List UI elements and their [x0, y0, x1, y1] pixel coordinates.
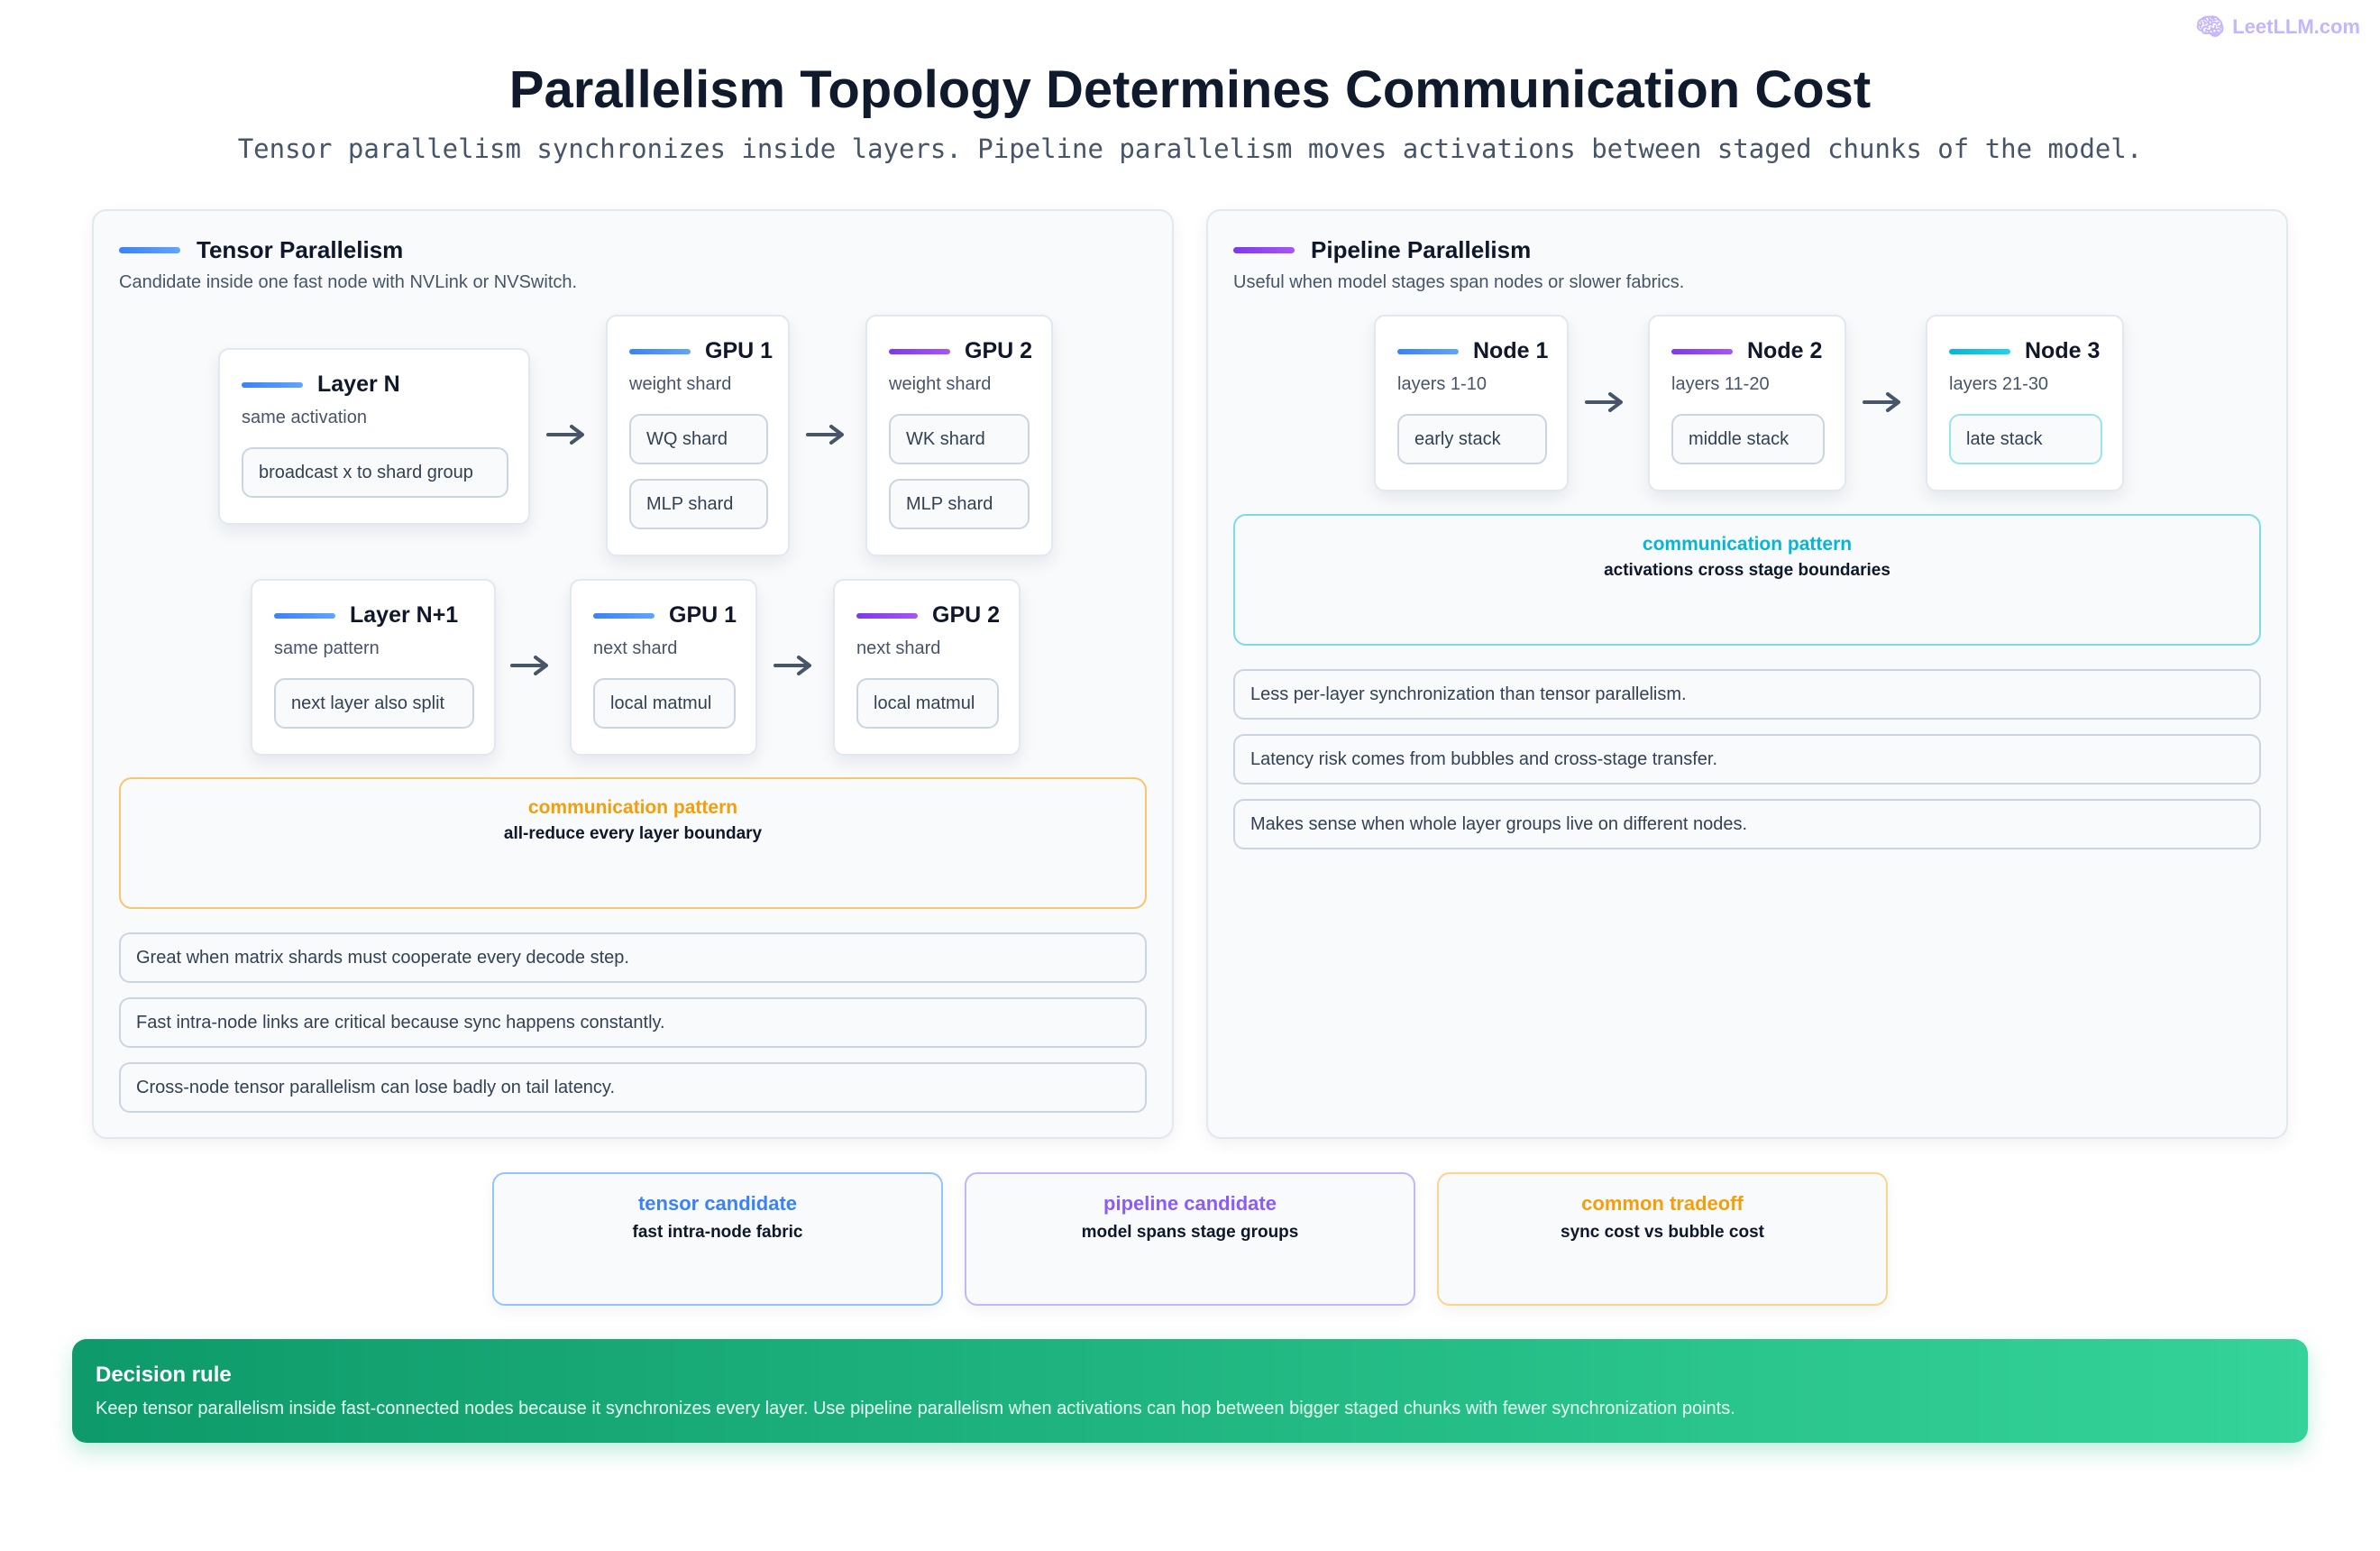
pipeline-panel-subtitle: Useful when model stages span nodes or s…: [1233, 272, 1685, 292]
card-title: GPU 1: [669, 602, 737, 628]
arrow-right-icon: [546, 424, 586, 445]
brand-text: LeetLLM.com: [2232, 14, 2360, 38]
chip: WQ shard: [629, 414, 768, 464]
layer-n-card: Layer N same activation broadcast x to s…: [218, 348, 530, 525]
gpu1-card: GPU 1 weight shard WQ shard MLP shard: [606, 315, 790, 556]
brand-logo: 🧠︎ LeetLLM.com: [2195, 13, 2360, 41]
tensor-panel: Tensor Parallelism Candidate inside one …: [92, 209, 1174, 1139]
accent-bar: [1949, 348, 2010, 354]
arrow-right-icon: [806, 424, 846, 445]
pipeline-panel: Pipeline Parallelism Useful when model s…: [1206, 209, 2288, 1139]
pattern-heading: communication pattern: [1642, 534, 1853, 555]
chip: MLP shard: [889, 479, 1030, 529]
decision-rule-banner: Decision rule Keep tensor parallelism in…: [72, 1339, 2308, 1443]
common-tradeoff-card: common tradeoff sync cost vs bubble cost: [1437, 1172, 1888, 1306]
card-subtitle: same pattern: [274, 638, 380, 658]
accent-bar: [242, 381, 303, 388]
accent-bar: [1397, 348, 1459, 354]
chip: WK shard: [889, 414, 1030, 464]
card-title: GPU 2: [932, 602, 1001, 628]
candidate-value: sync cost vs bubble cost: [1561, 1223, 1764, 1242]
arrow-right-icon: [1863, 391, 1902, 413]
gpu2-next-card: GPU 2 next shard local matmul: [833, 579, 1021, 756]
pipeline-communication-pattern: communication pattern activations cross …: [1233, 514, 2261, 646]
chip: broadcast x to shard group: [242, 447, 508, 498]
node1-card: Node 1 layers 1-10 early stack: [1374, 315, 1569, 491]
layer-n1-card: Layer N+1 same pattern next layer also s…: [251, 579, 496, 756]
chip: middle stack: [1671, 414, 1825, 464]
chip: local matmul: [593, 678, 736, 729]
brain-icon: 🧠︎: [2195, 13, 2226, 40]
tensor-panel-title: Tensor Parallelism: [197, 236, 404, 263]
node2-card: Node 2 layers 11-20 middle stack: [1648, 315, 1846, 491]
tensor-candidate-card: tensor candidate fast intra-node fabric: [492, 1172, 943, 1306]
tensor-note: Fast intra-node links are critical becau…: [119, 997, 1147, 1048]
page-title: Parallelism Topology Determines Communic…: [508, 60, 1872, 119]
accent-bar: [274, 612, 335, 619]
candidate-value: fast intra-node fabric: [632, 1223, 803, 1242]
arrow-right-icon: [510, 655, 550, 676]
card-title: Layer N+1: [350, 602, 459, 628]
card-title: GPU 1: [705, 338, 774, 363]
decision-text: Keep tensor parallelism inside fast-conn…: [96, 1399, 1735, 1418]
accent-bar: [856, 612, 918, 619]
candidate-value: model spans stage groups: [1081, 1223, 1299, 1242]
page-subtitle: Tensor parallelism synchronizes inside l…: [237, 133, 2143, 164]
card-subtitle: layers 21-30: [1949, 374, 2049, 394]
tensor-panel-header: Tensor Parallelism: [119, 236, 403, 264]
pattern-value: activations cross stage boundaries: [1604, 561, 1890, 580]
card-title: Node 3: [2025, 338, 2101, 363]
accent-bar: [1233, 247, 1295, 253]
card-subtitle: weight shard: [889, 374, 992, 394]
card-subtitle: layers 1-10: [1397, 374, 1487, 394]
pipeline-note: Less per-layer synchronization than tens…: [1233, 669, 2261, 720]
card-title: Node 1: [1473, 338, 1549, 363]
pipeline-candidate-card: pipeline candidate model spans stage gro…: [965, 1172, 1415, 1306]
accent-bar: [889, 348, 950, 354]
node3-card: Node 3 layers 21-30 late stack: [1926, 315, 2124, 491]
pattern-value: all-reduce every layer boundary: [503, 824, 763, 843]
gpu2-card: GPU 2 weight shard WK shard MLP shard: [865, 315, 1053, 556]
card-subtitle: next shard: [856, 638, 941, 658]
accent-bar: [119, 247, 180, 253]
chip: MLP shard: [629, 479, 768, 529]
chip: next layer also split: [274, 678, 474, 729]
chip: local matmul: [856, 678, 999, 729]
candidate-heading: pipeline candidate: [1103, 1192, 1277, 1215]
tensor-note: Great when matrix shards must cooperate …: [119, 932, 1147, 983]
card-subtitle: next shard: [593, 638, 678, 658]
card-title: GPU 2: [965, 338, 1033, 363]
tensor-panel-subtitle: Candidate inside one fast node with NVLi…: [119, 272, 578, 292]
tensor-note: Cross-node tensor parallelism can lose b…: [119, 1062, 1147, 1113]
accent-bar: [629, 348, 691, 354]
card-subtitle: weight shard: [629, 374, 732, 394]
gpu1-next-card: GPU 1 next shard local matmul: [570, 579, 757, 756]
pipeline-panel-title: Pipeline Parallelism: [1311, 236, 1532, 263]
arrow-right-icon: [1585, 391, 1625, 413]
card-title: Layer N: [317, 372, 400, 397]
card-subtitle: same activation: [242, 408, 367, 427]
pipeline-panel-header: Pipeline Parallelism: [1233, 236, 1531, 264]
pipeline-note: Makes sense when whole layer groups live…: [1233, 799, 2261, 849]
chip: early stack: [1397, 414, 1547, 464]
card-subtitle: layers 11-20: [1671, 374, 1770, 394]
decision-heading: Decision rule: [96, 1363, 232, 1387]
card-title: Node 2: [1747, 338, 1823, 363]
accent-bar: [593, 612, 654, 619]
pattern-heading: communication pattern: [527, 797, 738, 818]
candidate-heading: common tradeoff: [1581, 1192, 1744, 1215]
accent-bar: [1671, 348, 1733, 354]
candidate-heading: tensor candidate: [637, 1192, 798, 1215]
pipeline-note: Latency risk comes from bubbles and cros…: [1233, 734, 2261, 785]
chip: late stack: [1949, 414, 2102, 464]
arrow-right-icon: [774, 655, 813, 676]
tensor-communication-pattern: communication pattern all-reduce every l…: [119, 777, 1147, 909]
